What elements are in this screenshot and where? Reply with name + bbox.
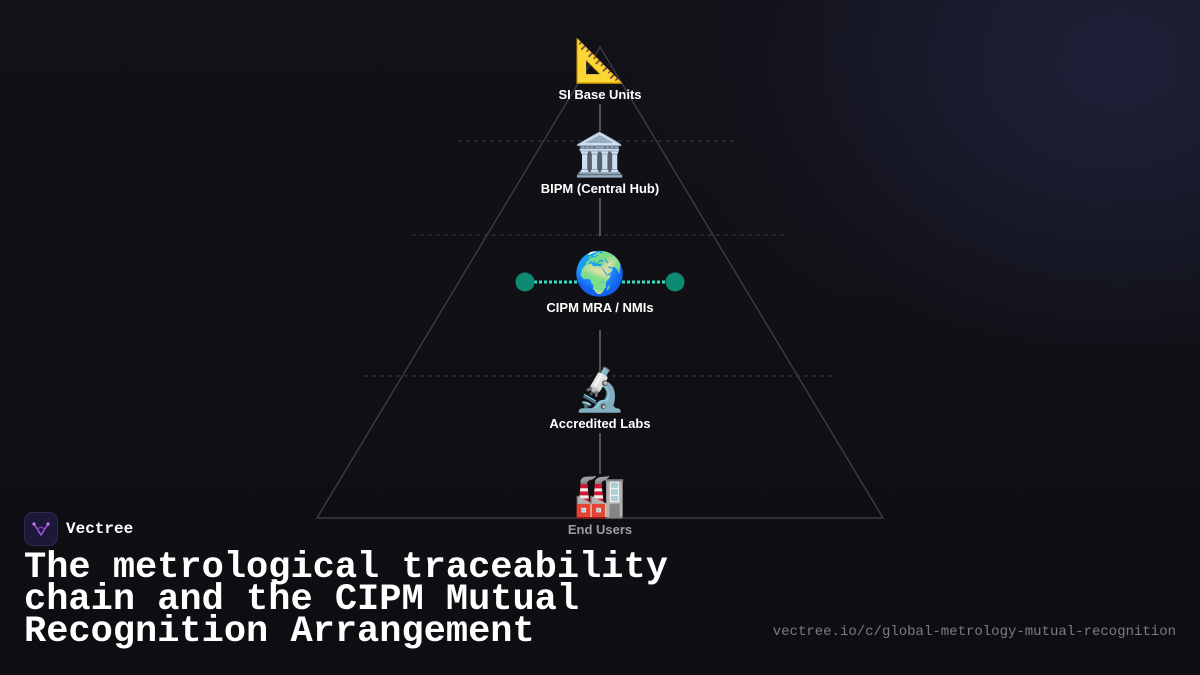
brand-name: Vectree [66, 520, 134, 538]
level-label: BIPM (Central Hub) [540, 181, 660, 196]
mra-peer-node-right [665, 272, 685, 292]
level-accredited-labs: 🔬 Accredited Labs [480, 366, 720, 431]
page-title: The metrological traceability chain and … [24, 547, 668, 653]
microscope-icon: 🔬 [573, 366, 627, 413]
level-label: Accredited Labs [549, 416, 651, 431]
globe-icon: 🌍 [573, 250, 627, 297]
level-cipm-mra: 🌍 CIPM MRA / NMIs [480, 250, 720, 315]
level-bipm: 🏛️ BIPM (Central Hub) [480, 131, 720, 196]
level-label: End Users [567, 522, 633, 537]
vectree-logo-icon [24, 512, 58, 546]
source-url: vectree.io/c/global-metrology-mutual-rec… [772, 624, 1176, 640]
level-si-base-units: 📐 SI Base Units [480, 37, 720, 102]
mra-peer-node-left [515, 272, 535, 292]
triangular-ruler-icon: 📐 [573, 37, 627, 84]
pyramid-outline [315, 45, 885, 519]
level-label: SI Base Units [558, 87, 642, 102]
brand: Vectree [24, 512, 133, 546]
classical-building-icon: 🏛️ [573, 131, 627, 178]
level-label: CIPM MRA / NMIs [546, 300, 654, 315]
factory-icon: 🏭 [573, 472, 627, 519]
level-end-users: 🏭 End Users [480, 472, 720, 537]
